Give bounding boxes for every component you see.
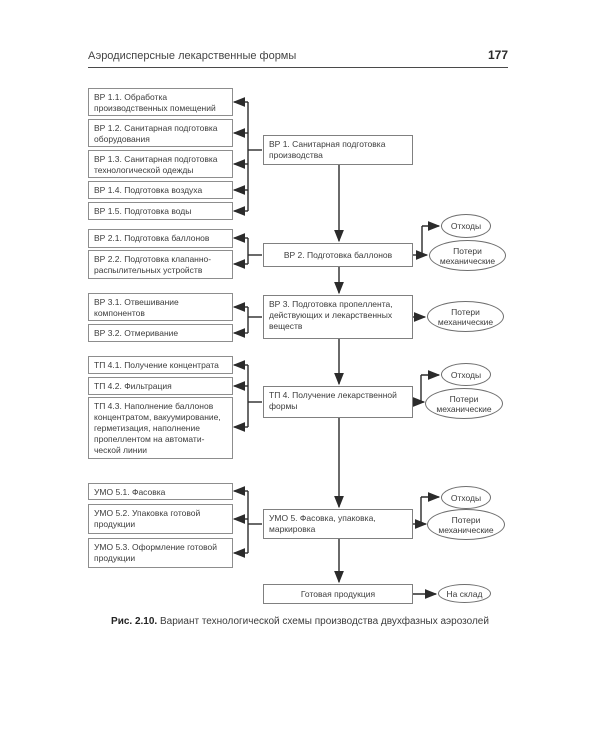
box-tp-4-1: ТП 4.1. Получение концентрата [88,356,233,374]
ellipse-waste-umo5: Отходы [441,486,491,509]
box-umo-5-2: УМО 5.2. Упаковка готовой продукции [88,504,233,534]
running-header-title: Аэродисперсные лекарственные формы [88,50,297,62]
stage5-bracket [232,486,262,558]
stage1-bracket [232,97,262,216]
box-vr-3-1: ВР 3.1. Отвешивание компонентов [88,293,233,321]
box-vr-3: ВР 3. Подготовка пропеллента, действующи… [263,295,413,339]
box-vr-1-1: ВР 1.1. Обработка производственных помещ… [88,88,233,116]
box-vr-2-2: ВР 2.2. Подготовка клапанно-распылительн… [88,250,233,279]
header-rule [88,67,508,68]
box-vr-1-5: ВР 1.5. Подготовка воды [88,202,233,220]
ellipse-to-warehouse: На склад [438,584,491,603]
ellipse-waste-tp4: Отходы [441,363,491,386]
box-vr-2: ВР 2. Подготовка баллонов [263,243,413,267]
box-vr-3-2: ВР 3.2. Отмеривание [88,324,233,342]
box-tp-4-2: ТП 4.2. Фильтрация [88,377,233,395]
stage2-bracket [232,233,262,269]
box-vr-1-2: ВР 1.2. Санитарная подготовка оборудован… [88,119,233,147]
box-umo-5-1: УМО 5.1. Фасовка [88,483,233,500]
figure-caption-text: Вариант технологической схемы производст… [160,616,489,627]
figure-caption-number: Рис. 2.10. [111,616,158,627]
figure-caption: Рис. 2.10. Вариант технологической схемы… [0,616,600,627]
page-number: 177 [487,48,508,62]
box-vr-2-1: ВР 2.1. Подготовка баллонов [88,229,233,248]
box-tp-4: ТП 4. Получение лекарственной формы [263,386,413,418]
box-tp-4-3: ТП 4.3. Наполнение баллонов концентратом… [88,397,233,459]
box-vr-1: ВР 1. Санитарная подготовка производства [263,135,413,165]
stage4-bracket [232,360,262,432]
ellipse-loss-umo5: Потери механические [427,509,505,540]
box-umo-5: УМО 5. Фасовка, упаковка, маркировка [263,509,413,539]
box-vr-1-3: ВР 1.3. Санитарная подготовка технологич… [88,150,233,178]
ellipse-loss-tp4: Потери механические [425,388,503,419]
stage3-bracket [232,302,262,338]
box-vr-1-4: ВР 1.4. Подготовка воздуха [88,181,233,199]
ellipse-waste-vr2: Отходы [441,214,491,238]
box-final-product: Готовая продукция [263,584,413,604]
ellipse-loss-vr2: Потери механические [429,240,506,271]
box-umo-5-3: УМО 5.3. Оформление готовой продукции [88,538,233,568]
ellipse-loss-vr3: Потери механические [427,301,504,332]
